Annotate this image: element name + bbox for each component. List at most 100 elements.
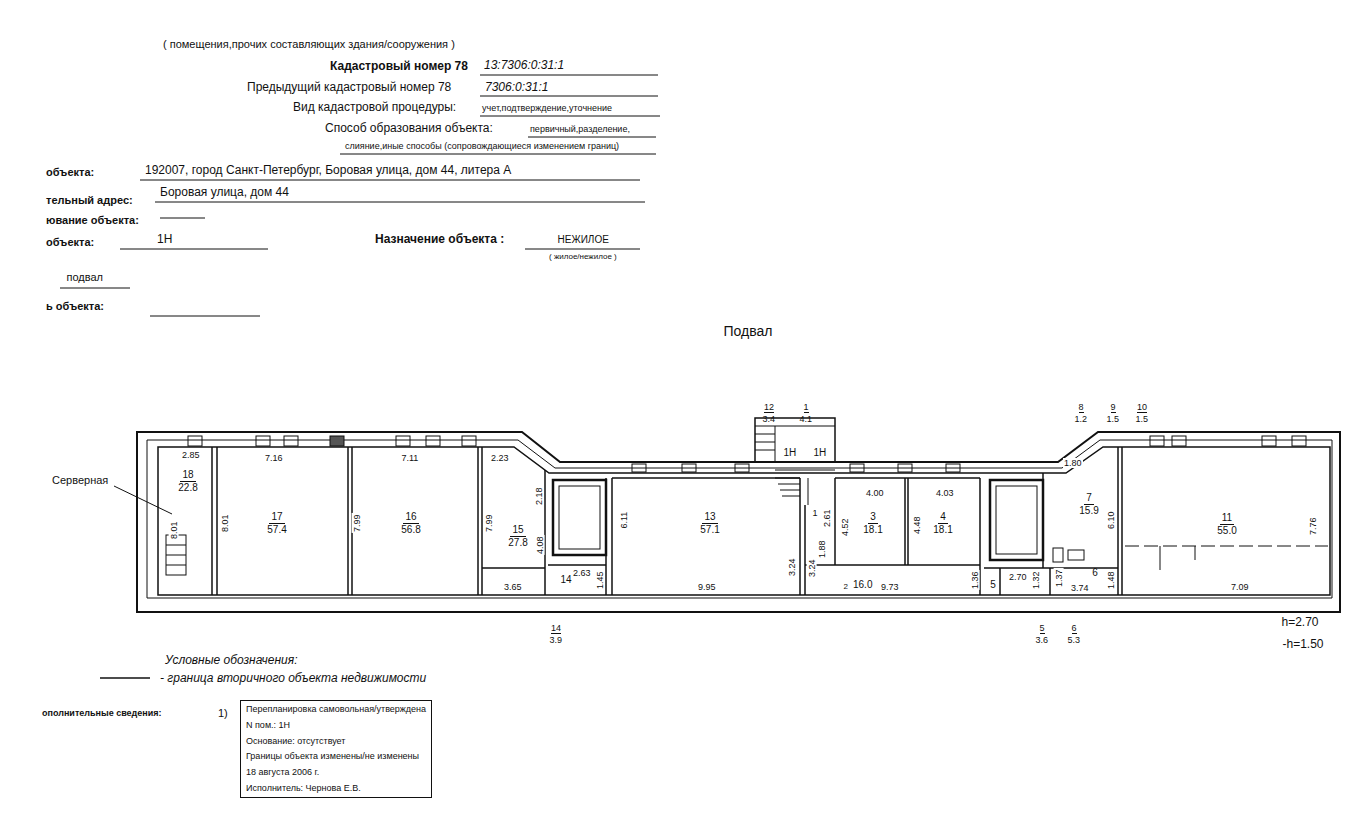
room-area: 57.4	[267, 524, 286, 536]
dimension: 7.16	[264, 453, 284, 463]
note-stamp: Перепланировка самовольная/утверждена N п…	[240, 700, 432, 798]
dimension: 1.48	[1106, 570, 1116, 590]
dimension: 2.23	[490, 453, 510, 463]
dimension: 8.01	[220, 513, 230, 533]
room-label: 1822.8	[178, 469, 197, 493]
form-field-label: ополнительные сведения:	[42, 708, 162, 718]
form-field-label: объекта:	[46, 236, 94, 249]
room-label: 1155.0	[1217, 512, 1236, 536]
room-number: 11	[1220, 512, 1234, 525]
dimension: 1.32	[1031, 570, 1041, 590]
form-field-label: ювание объекта:	[46, 214, 139, 227]
note-line: Основание: отсутствует	[246, 736, 426, 747]
legend-heading: Условные обозначения:	[165, 654, 297, 668]
room-number: 2	[842, 582, 850, 591]
form-field-value: первичный,разделение,	[530, 124, 630, 134]
dimension: 4.00	[865, 488, 885, 498]
room-label: 6	[1092, 567, 1098, 579]
dimension: 3.65	[503, 582, 523, 592]
object-number: 1Н	[157, 233, 172, 247]
room-area: 22.8	[178, 482, 197, 494]
dimension: 4.52	[840, 517, 850, 537]
room-number: 13	[702, 511, 717, 524]
dimension: 2.18	[534, 486, 544, 506]
room-number: 5	[990, 579, 996, 591]
callout-number: 1	[804, 402, 809, 413]
address-value: 192007, город Санкт-Петербург, Боровая у…	[145, 164, 511, 178]
form-field-value: учет,подтверждение,уточнение	[482, 103, 612, 113]
form-field-label: Вид кадастровой процедуры:	[293, 101, 456, 115]
dimension: 1.37	[1054, 568, 1064, 588]
room-number: 4	[938, 511, 948, 524]
note-line: Границы объекта изменены/не изменены	[246, 751, 426, 762]
room-label: 318.1	[863, 511, 882, 535]
room-area: 15.9	[1079, 505, 1098, 517]
room-area: 57.1	[700, 524, 719, 536]
room-number: 17	[269, 511, 284, 524]
room-number: 6	[1092, 567, 1098, 579]
dimension: 9.95	[697, 582, 717, 592]
room-label: 5	[990, 579, 996, 591]
room-label: 14	[560, 574, 571, 586]
room-label: 1357.1	[700, 511, 719, 535]
dimension: 1.80	[1063, 458, 1083, 468]
dimension: 4.03	[935, 488, 955, 498]
form-field-label: Предыдущий кадастровый номер 78	[247, 81, 451, 95]
dimension: 4.08	[535, 535, 545, 555]
room-number: 3	[868, 511, 878, 524]
callout-area: 3.9	[550, 635, 563, 645]
dimension: 8.01	[169, 520, 179, 540]
callout-number: 6	[1072, 623, 1077, 634]
room-number: 7	[1084, 492, 1094, 505]
dimension: 2.63	[572, 568, 592, 578]
legend-text: - граница вторичного объекта недвижимост…	[160, 671, 426, 685]
dimension: 1.88	[817, 539, 827, 559]
dimension: 3.24	[807, 558, 817, 578]
callout-number: 14	[551, 623, 561, 634]
callout-area: 3.4	[763, 414, 776, 424]
dimension: 9.73	[880, 582, 900, 592]
room-area: 16.0	[853, 579, 872, 591]
purpose-value: НЕЖИЛОЕ	[558, 234, 609, 246]
room-label: 715.9	[1079, 492, 1098, 516]
form-field-label: тельный адрес:	[46, 194, 133, 207]
room-area: 27.8	[508, 537, 527, 549]
dimension: 1.45	[595, 570, 605, 590]
note-line: 18 августа 2006 г.	[246, 767, 426, 778]
callout-area: 1.2	[1075, 414, 1088, 424]
dimension: 7.99	[484, 513, 494, 533]
room-label: 1656.8	[401, 511, 420, 535]
cadastral-number: 7306:0:31:1	[485, 81, 548, 95]
room-area: 18.1	[933, 524, 952, 536]
form-field-label: Назначение объекта :	[375, 233, 504, 247]
dimension: 1.36	[970, 570, 980, 590]
height-note: -h=1.50	[1283, 638, 1324, 652]
callout-area: 5.3	[1068, 635, 1081, 645]
room-number: 15	[510, 524, 525, 537]
dimension: 2.61	[822, 508, 832, 528]
dimension: 1	[812, 508, 819, 518]
callout-number: 9	[1111, 402, 1116, 413]
dimension: 6.11	[619, 511, 629, 530]
room-number: 14	[560, 574, 571, 586]
dimension: 7.99	[352, 513, 362, 533]
note-line: Перепланировка самовольная/утверждена	[246, 704, 426, 715]
address-value: Боровая улица, дом 44	[160, 186, 289, 200]
form-field-label: ь объекта:	[46, 300, 104, 313]
form-field-value: слияние,иные способы (сопровождающиеся и…	[345, 141, 619, 151]
form-header: ( помещения,прочих составляющих здания/с…	[163, 38, 455, 51]
callout-area: 4.1	[800, 414, 813, 424]
room-label: 1527.8	[508, 524, 527, 548]
dimension: 7.76	[1308, 516, 1318, 536]
room-label: 418.1	[933, 511, 952, 535]
room-label: 1757.4	[267, 511, 286, 535]
callout-number: 5	[1040, 623, 1045, 634]
callout-label: Серверная	[52, 474, 108, 487]
dimension: 3.24	[787, 557, 797, 577]
note-line: N пом.: 1Н	[246, 720, 426, 731]
room-number: 18	[180, 469, 195, 482]
form-field-label: Кадастровый номер 78	[330, 60, 468, 74]
room-label: 216.0	[842, 579, 873, 591]
height-note: h=2.70	[1282, 616, 1319, 630]
